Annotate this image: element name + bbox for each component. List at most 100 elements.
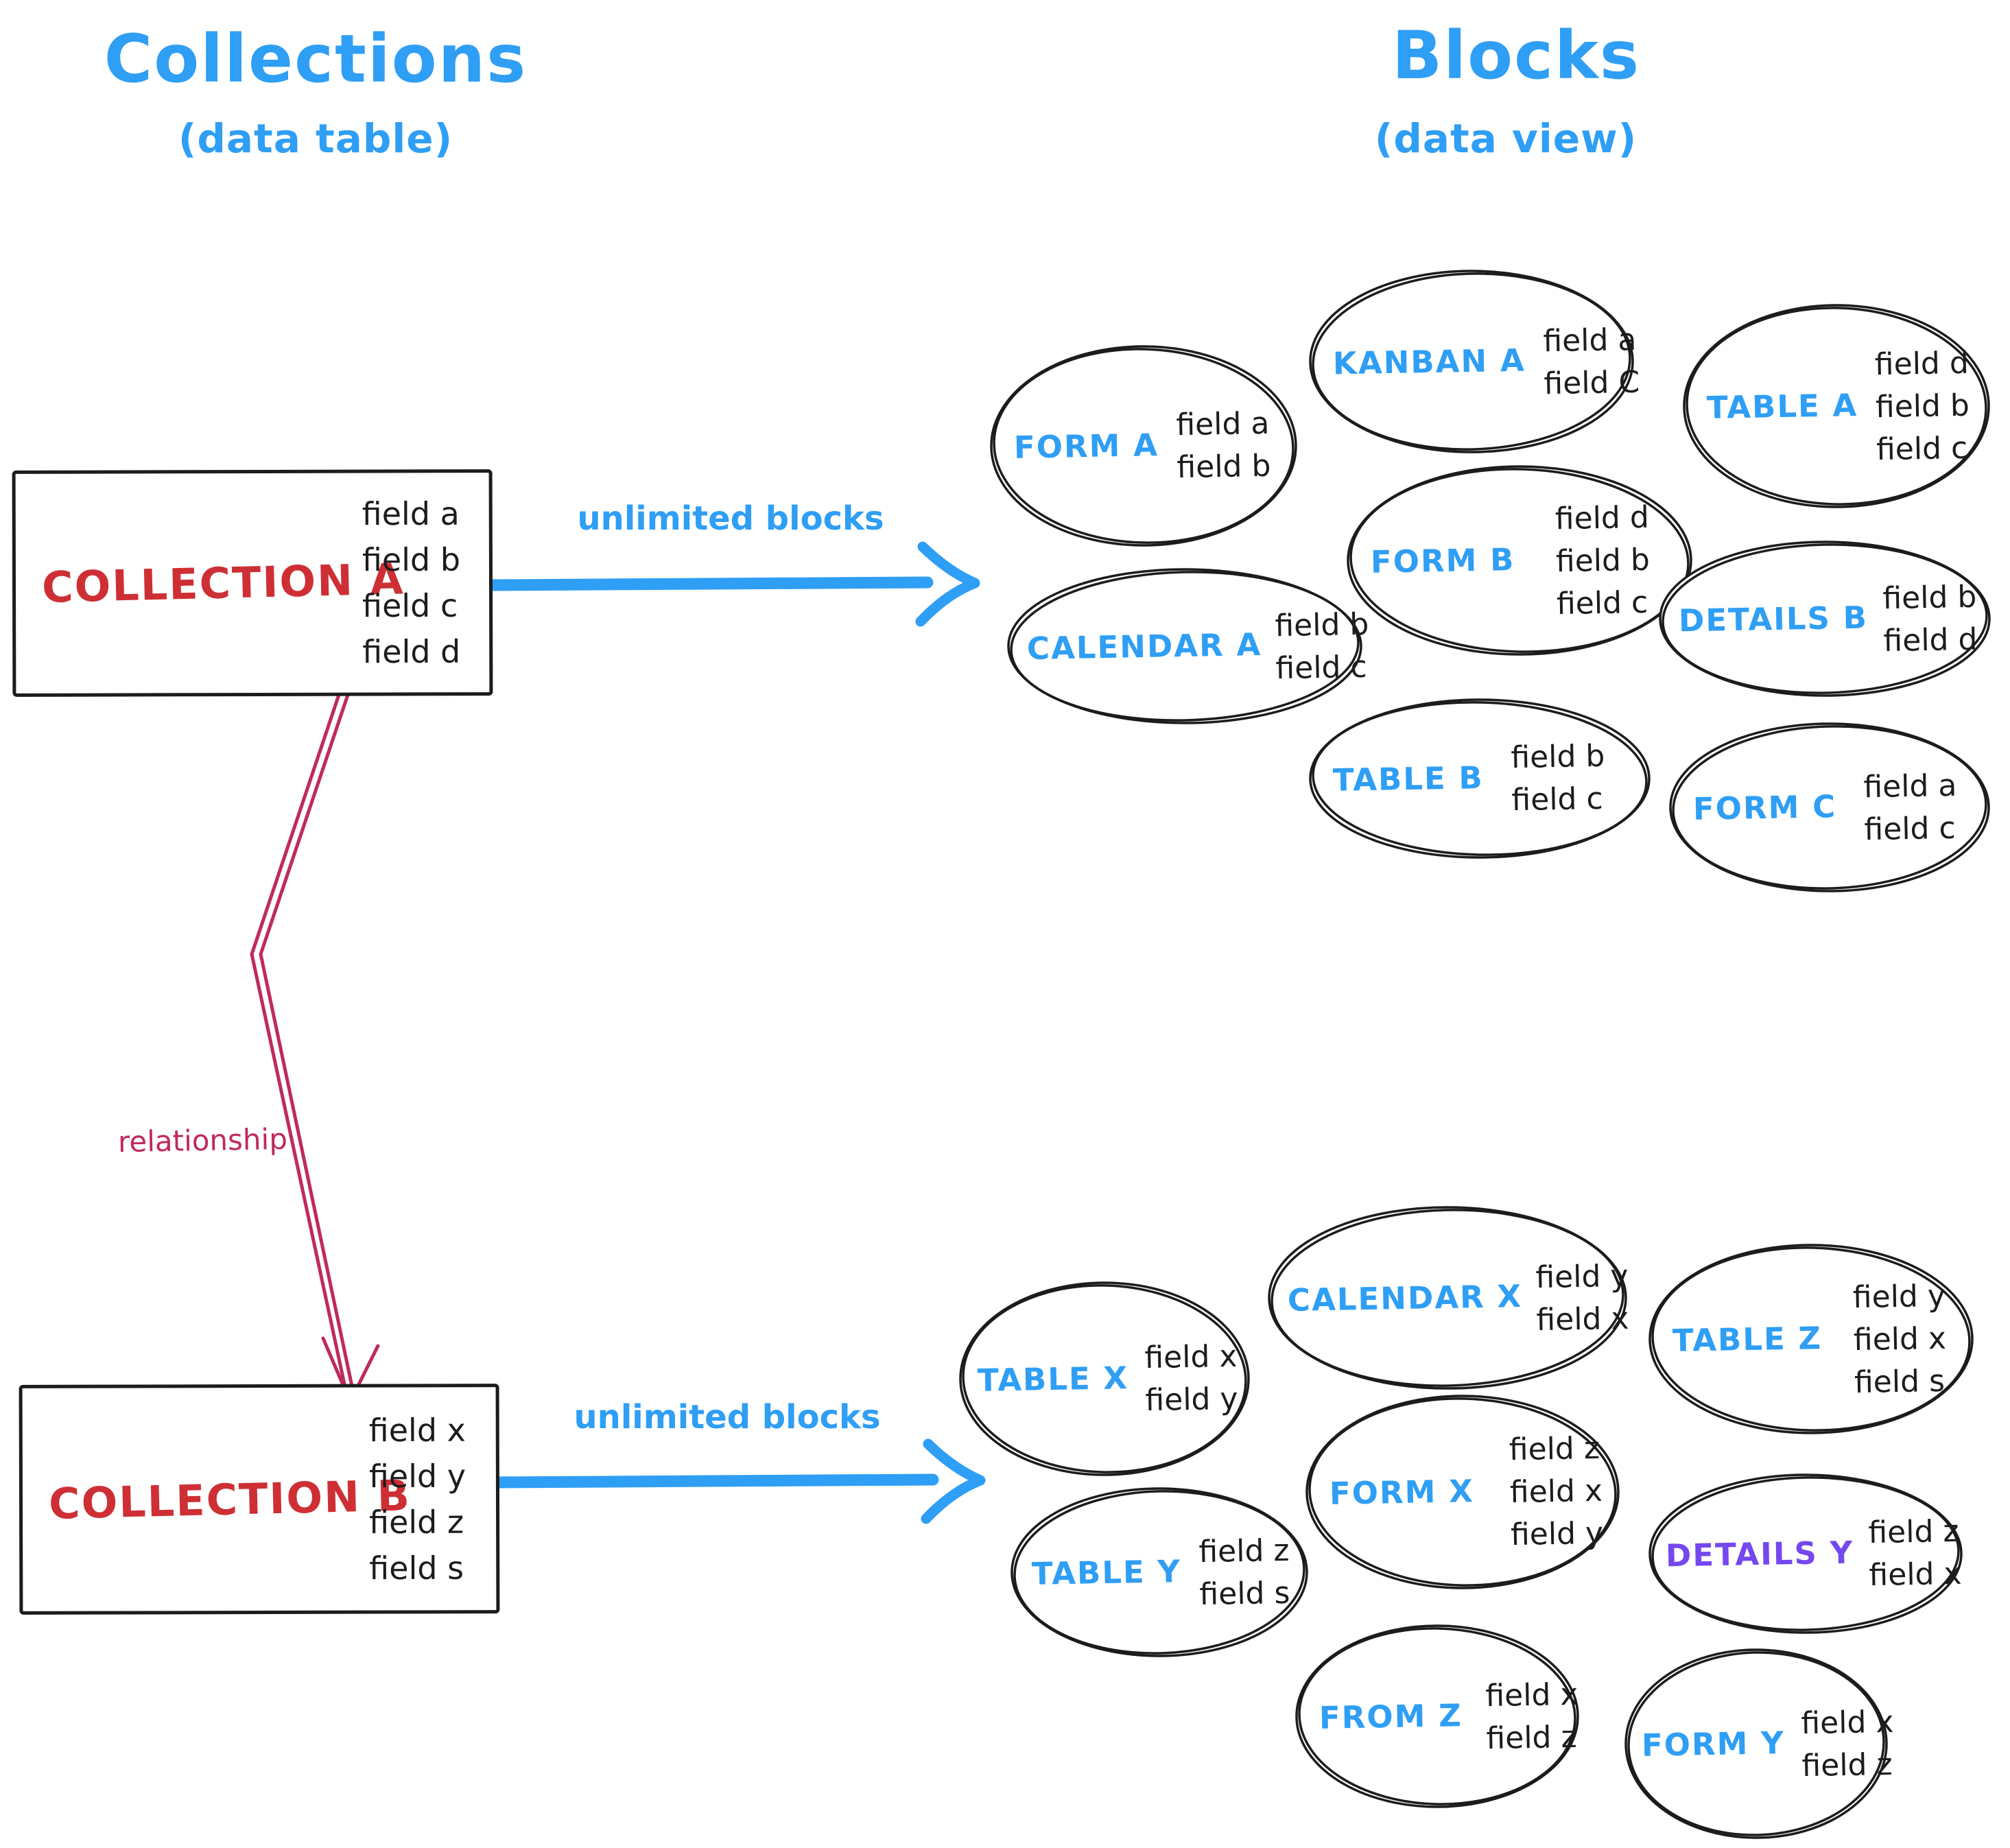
block-field: field x	[1853, 1320, 1947, 1358]
block-field: field s	[1854, 1363, 1946, 1400]
ellipse-outline	[990, 345, 1297, 547]
collection-field: field a	[362, 495, 460, 533]
block-fields: field y field x field s	[1852, 1278, 1948, 1400]
block-label: TABLE B	[1332, 759, 1485, 798]
ellipse-outline	[1659, 541, 1991, 697]
block-bubble-table-y: TABLE Y field z field s	[1008, 1485, 1310, 1660]
block-bubble-form-b: FORM B field d field b field c	[1345, 463, 1694, 659]
block-field: field d	[1883, 621, 1978, 659]
ellipse-outline	[1309, 270, 1634, 453]
block-field: field a	[1542, 322, 1637, 359]
collection-field: field y	[368, 1457, 466, 1495]
block-bubble-form-c: FORM C field a field c	[1667, 720, 1993, 895]
block-field: field b	[1875, 388, 1970, 425]
block-field: field z	[1801, 1746, 1893, 1784]
collection-field: field z	[369, 1503, 464, 1541]
block-field: field a	[1863, 768, 1957, 805]
block-field: field y	[1510, 1515, 1604, 1553]
block-field: field c	[1511, 781, 1603, 818]
block-fields: field a field c	[1863, 768, 1958, 847]
block-bubble-table-x: TABLE X field x field y	[957, 1279, 1252, 1478]
ellipse-outline	[1347, 465, 1692, 656]
ellipse-outline	[1309, 698, 1651, 859]
collection-b-name: COLLECTION B	[48, 1469, 412, 1529]
collection-field: field c	[362, 587, 458, 625]
block-label: DETAILS Y	[1665, 1534, 1854, 1574]
block-field: field y	[1852, 1278, 1946, 1315]
block-bubble-details-y: DETAILS Y field z field x	[1646, 1471, 1965, 1636]
block-label: TABLE A	[1706, 387, 1858, 426]
relationship-arrow	[250, 687, 380, 1401]
block-fields: field d field b field c	[1874, 345, 1971, 467]
ellipse-outline	[1010, 1487, 1308, 1657]
block-bubble-calendar-a: CALENDAR A field b field c	[1005, 566, 1369, 727]
ellipse-outline	[1007, 568, 1362, 724]
block-label: CALENDAR X	[1287, 1278, 1523, 1318]
block-field: field a	[1175, 405, 1270, 443]
unlimited-blocks-arrow-a	[485, 541, 980, 627]
collection-field: field b	[362, 541, 461, 579]
block-bubble-kanban-a: KANBAN A field a field C	[1307, 268, 1640, 456]
block-field: field x	[1485, 1677, 1579, 1714]
block-field: field x	[1509, 1473, 1603, 1511]
collection-a-name: COLLECTION A	[41, 554, 405, 613]
block-field: field s	[1199, 1575, 1290, 1612]
collections-title: Collections	[104, 21, 528, 97]
block-field: field y	[1535, 1258, 1629, 1295]
block-bubble-form-x: FORM X field z field x field y	[1303, 1393, 1622, 1591]
block-bubble-form-a: FORM A field a field b	[988, 343, 1300, 549]
block-label: CALENDAR A	[1026, 626, 1262, 667]
block-fields: field b field d	[1882, 579, 1978, 659]
block-label: FROM Z	[1319, 1697, 1463, 1736]
block-fields: field x field z	[1485, 1677, 1579, 1755]
block-bubble-table-a: TABLE A field d field b field c	[1681, 302, 1993, 511]
relationship-label: relationship	[117, 1122, 288, 1159]
collection-field: field d	[362, 632, 461, 671]
collections-subtitle: (data table)	[178, 115, 453, 162]
block-field: field z	[1198, 1532, 1290, 1569]
ellipse-outline	[1624, 1648, 1888, 1839]
block-label: FORM B	[1370, 541, 1515, 580]
collection-field: field s	[369, 1549, 464, 1587]
block-fields: field z field x field y	[1509, 1431, 1604, 1553]
block-bubble-table-z: TABLE Z field y field x field s	[1646, 1242, 1976, 1437]
block-fields: field z field s	[1198, 1532, 1290, 1612]
block-field: field x	[1869, 1556, 1963, 1594]
block-field: field c	[1864, 810, 1956, 847]
block-label: KANBAN A	[1332, 342, 1526, 382]
ellipse-outline	[959, 1281, 1250, 1476]
block-bubble-table-b: TABLE B field b field c	[1307, 696, 1653, 861]
collection-b-fields: field x field y field z field s	[368, 1411, 466, 1587]
block-label: FORM X	[1329, 1472, 1475, 1512]
block-label: FORM C	[1692, 788, 1837, 827]
block-bubble-details-b: DETAILS B field b field d	[1657, 538, 1993, 700]
block-field: field b	[1177, 448, 1271, 486]
block-fields: field x field z	[1801, 1704, 1895, 1784]
collection-b-box: COLLECTION B field x field y field z fie…	[19, 1384, 500, 1615]
block-bubble-from-z: FROM Z field x field z	[1293, 1622, 1581, 1811]
block-label: DETAILS B	[1678, 599, 1869, 639]
block-field: field d	[1554, 499, 1650, 536]
block-label: TABLE Y	[1031, 1553, 1182, 1592]
block-fields: field b field c	[1511, 739, 1606, 818]
collection-a-fields: field a field b field c field d	[362, 495, 461, 671]
collection-a-box: COLLECTION A field a field b field c fie…	[12, 469, 493, 697]
ellipse-outline	[1648, 1244, 1974, 1434]
blocks-subtitle: (data view)	[1374, 115, 1637, 162]
block-fields: field a field C	[1542, 322, 1640, 401]
block-field: field c	[1876, 430, 1968, 467]
block-field: field b	[1555, 542, 1651, 579]
blocks-title: Blocks	[1392, 17, 1640, 94]
collection-field: field x	[368, 1411, 466, 1449]
ellipse-outline	[1648, 1473, 1963, 1634]
unlimited-blocks-label-a: unlimited blocks	[577, 499, 884, 538]
block-field: field d	[1874, 345, 1970, 382]
block-field: field C	[1543, 364, 1640, 401]
block-fields: field d field b field c	[1554, 499, 1651, 621]
ellipse-outline	[1268, 1206, 1627, 1390]
block-label: FORM Y	[1641, 1725, 1786, 1764]
ellipse-outline	[1683, 304, 1990, 508]
block-field: field x	[1144, 1338, 1238, 1376]
block-fields: field y field x	[1535, 1258, 1629, 1337]
